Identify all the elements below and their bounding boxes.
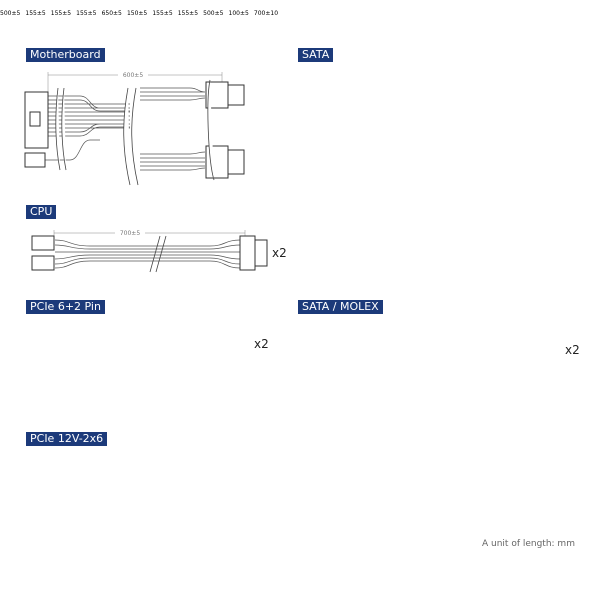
pcie-6-2-cable: 650±5 150±5	[102, 0, 153, 19]
motherboard-title: Motherboard	[26, 48, 105, 62]
motherboard-length-label: 600±5	[123, 72, 143, 79]
sata-spacing-label-3: 155±5	[76, 10, 97, 17]
pcie-6-2-title: PCIe 6+2 Pin	[26, 300, 105, 314]
sata-spacing-label-2: 155±5	[50, 10, 72, 17]
unit-note: A unit of length: mm	[482, 539, 575, 549]
sata-molex-quantity: x2	[565, 343, 580, 357]
pcie-12v-cable: 700±10	[254, 0, 278, 19]
sata-molex-spacing-label-2: 155±5	[177, 10, 199, 17]
pcie-12v-length-label: 700±10	[253, 10, 279, 17]
pcie-6-2-length-label: 650±5	[101, 10, 122, 17]
sata-length-label: 500±5	[0, 10, 21, 17]
sata-molex-branch-label: 100±5	[228, 10, 249, 17]
cpu-quantity: x2	[272, 246, 287, 260]
cpu-title: CPU	[26, 205, 57, 219]
sata-molex-spacing-label-1: 155±5	[152, 10, 173, 17]
sata-molex-cable: 155±5 155±5 500±5 100±5	[152, 0, 254, 19]
sata-cable: 500±5 155±5 155±5 155±5	[0, 0, 102, 19]
motherboard-cable: 600±5	[24, 71, 245, 186]
cpu-cable: 700±5	[31, 229, 268, 273]
pcie-6-2-branch-label: 150±5	[126, 10, 148, 17]
sata-molex-spacing-label-3: 500±5	[203, 10, 224, 17]
sata-molex-title: SATA / MOLEX	[298, 300, 383, 314]
pcie-12v-title: PCIe 12V-2x6	[26, 432, 108, 446]
sata-spacing-label-1: 155±5	[25, 10, 46, 17]
pcie-6-2-quantity: x2	[254, 337, 269, 351]
cpu-length-label: 700±5	[120, 230, 140, 237]
sata-title: SATA	[298, 48, 334, 62]
